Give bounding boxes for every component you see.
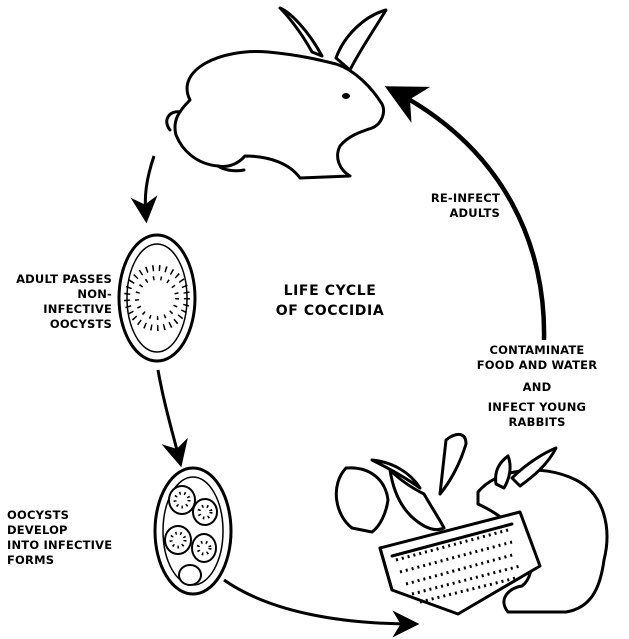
adult-passes-line-4: OOCYSTS: [49, 317, 112, 331]
arrow-adult-to-oocyst: [130, 155, 158, 224]
contaminate-line-4: INFECT YOUNG: [487, 400, 587, 414]
title-line-1: LIFE CYCLE: [283, 283, 377, 299]
adult-passes-line-1: ADULT PASSES: [16, 272, 112, 286]
adult-passes-line-2: NON-: [77, 287, 112, 301]
reinfect-line-1: RE-INFECT: [430, 191, 500, 205]
cycle-arrows: [130, 86, 547, 638]
title-line-2: OF COCCIDIA: [275, 303, 385, 319]
young-rabbits-illustration: [334, 433, 609, 616]
oocysts-develop-line-4: FORMS: [7, 553, 55, 567]
contaminate-line-3: AND: [522, 380, 552, 394]
label-contaminate-food: CONTAMINATE FOOD AND WATER AND INFECT YO…: [462, 343, 612, 430]
oocysts-develop-line-3: INTO INFECTIVE: [7, 538, 113, 552]
reinfect-line-2: ADULTS: [449, 206, 500, 220]
infective-oocyst: [153, 466, 233, 596]
label-reinfect-adults: RE-INFECT ADULTS: [398, 191, 500, 221]
contaminate-line-5: RABBITS: [508, 415, 566, 429]
label-adult-passes-oocysts: ADULT PASSES NON- INFECTIVE OOCYSTS: [3, 272, 112, 332]
adult-passes-line-3: INFECTIVE: [43, 302, 112, 316]
rabbit-eye: [342, 93, 350, 99]
oocysts-develop-line-2: DEVELOP: [7, 523, 68, 537]
arrow-infective-to-young: [223, 578, 420, 638]
tray-food: [395, 528, 521, 604]
oocysts-develop-line-1: OOCYSTS: [7, 508, 70, 522]
adult-rabbit-illustration: [165, 6, 388, 180]
arrow-young-to-adult: [384, 86, 547, 341]
arrow-oocyst-to-infective: [156, 369, 188, 468]
diagram-title: LIFE CYCLE OF COCCIDIA: [268, 281, 392, 321]
contaminate-line-2: FOOD AND WATER: [476, 358, 598, 372]
non-infective-oocyst: [117, 233, 197, 363]
label-oocysts-develop: OOCYSTS DEVELOP INTO INFECTIVE FORMS: [7, 508, 137, 568]
contaminate-line-1: CONTAMINATE: [489, 343, 585, 357]
